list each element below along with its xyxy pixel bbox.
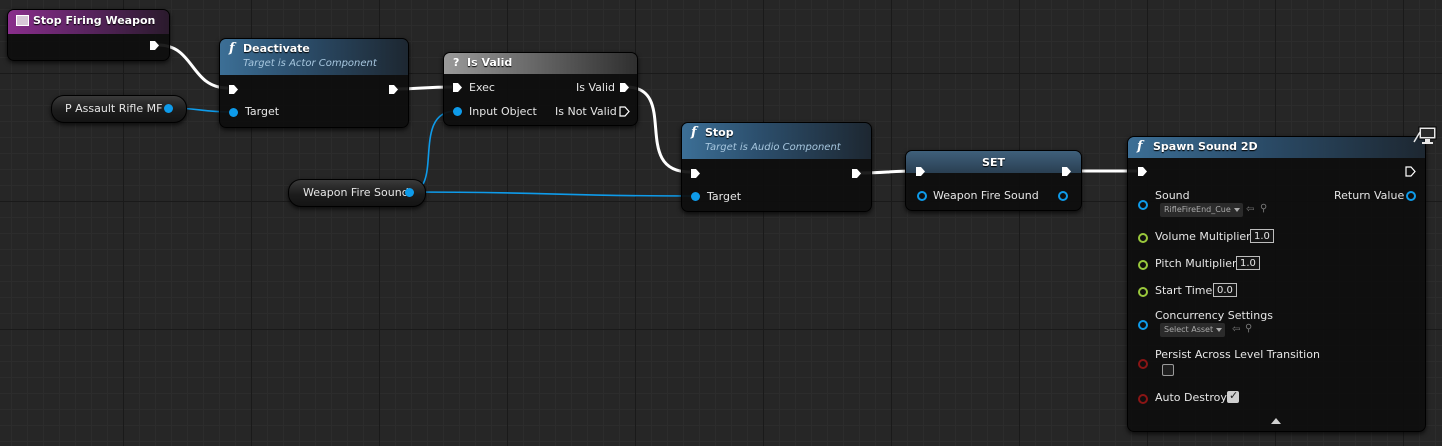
auto-destroy-label: Auto Destroy [1155, 391, 1227, 404]
monitor-icon [1413, 126, 1437, 144]
exec-in-pin[interactable] [452, 82, 463, 93]
function-icon: f [691, 125, 697, 140]
is-valid-node[interactable]: ? Is Valid Exec Is Valid Input Object Is… [443, 52, 638, 126]
start-time-pin[interactable] [1138, 287, 1148, 297]
node-title: Stop Firing Weapon [33, 14, 156, 27]
return-value-label: Return Value [1334, 189, 1405, 202]
exec-in-pin[interactable] [915, 166, 926, 177]
persist-across-level-transition-label: Persist Across Level Transition [1155, 348, 1320, 361]
exec-in-pin[interactable] [690, 168, 701, 179]
exec-label: Exec [469, 81, 495, 94]
variable-in-pin[interactable] [917, 191, 927, 201]
is-not-valid-label: Is Not Valid [555, 105, 617, 118]
return-value-pin[interactable] [1406, 191, 1416, 201]
function-icon: f [229, 41, 235, 56]
browse-magnifier-icon[interactable]: ⚲ [1245, 323, 1253, 334]
is-valid-label: Is Valid [576, 81, 615, 94]
node-title: Deactivate [243, 42, 310, 55]
is-valid-exec-out-pin[interactable] [619, 82, 630, 93]
auto-destroy-pin[interactable] [1138, 394, 1148, 404]
node-subtitle: Target is Actor Component [243, 58, 377, 69]
variable-label: Weapon Fire Sound [933, 189, 1039, 202]
object-out-pin[interactable] [405, 188, 414, 197]
node-title: SET [982, 156, 1005, 169]
use-selected-arrow-icon[interactable]: ⇦ [1232, 324, 1241, 335]
concurrency-settings-pin[interactable] [1138, 320, 1148, 330]
pitch-multiplier-label: Pitch Multiplier [1155, 257, 1237, 270]
volume-multiplier-label: Volume Multiplier [1155, 230, 1251, 243]
target-label: Target [707, 190, 742, 203]
variable-p-assault-rifle-mf[interactable]: P Assault Rifle MF [51, 95, 187, 123]
set-node[interactable]: SET Weapon Fire Sound [905, 150, 1082, 211]
target-pin[interactable] [229, 108, 238, 117]
sound-asset-dropdown[interactable]: RifleFireEnd_Cue [1160, 203, 1243, 217]
stop-firing-weapon-node[interactable]: Stop Firing Weapon [7, 9, 170, 61]
browse-magnifier-icon[interactable]: ⚲ [1260, 203, 1268, 214]
start-time-input[interactable]: 0.0 [1213, 283, 1237, 297]
target-pin[interactable] [691, 192, 700, 201]
use-selected-arrow-icon[interactable]: ⇦ [1246, 204, 1255, 215]
persist-across-level-transition-pin[interactable] [1138, 359, 1148, 369]
exec-in-pin[interactable] [1137, 166, 1148, 177]
variable-weapon-fire-sound[interactable]: Weapon Fire Sound [288, 179, 426, 207]
persist-across-level-transition-checkbox[interactable] [1162, 364, 1174, 376]
exec-out-pin[interactable] [851, 168, 862, 179]
exec-out-pin[interactable] [149, 40, 160, 51]
exec-out-pin[interactable] [388, 84, 399, 95]
concurrency-asset-dropdown[interactable]: Select Asset [1160, 323, 1226, 337]
object-out-pin[interactable] [164, 104, 173, 113]
variable-label: Weapon Fire Sound [303, 186, 409, 199]
sound-label: Sound [1155, 189, 1190, 202]
concurrency-settings-label: Concurrency Settings [1155, 309, 1273, 322]
macro-icon: ? [453, 56, 460, 69]
collapse-advanced-arrow-icon[interactable] [1270, 417, 1282, 425]
target-label: Target [245, 105, 280, 118]
node-subtitle: Target is Audio Component [705, 142, 841, 153]
pitch-multiplier-pin[interactable] [1138, 260, 1148, 270]
stop-node[interactable]: f Stop Target is Audio Component Target [681, 122, 872, 212]
start-time-label: Start Time [1155, 284, 1213, 297]
input-object-pin[interactable] [453, 107, 462, 116]
exec-in-pin[interactable] [228, 84, 239, 95]
node-title: Is Valid [467, 56, 513, 69]
node-title: Spawn Sound 2D [1153, 140, 1258, 153]
pitch-multiplier-input[interactable]: 1.0 [1236, 256, 1260, 270]
is-not-valid-exec-out-pin[interactable] [619, 106, 630, 117]
sound-pin[interactable] [1138, 200, 1148, 210]
volume-multiplier-pin[interactable] [1138, 233, 1148, 243]
variable-out-pin[interactable] [1058, 191, 1068, 201]
exec-out-pin[interactable] [1405, 166, 1416, 177]
volume-multiplier-input[interactable]: 1.0 [1250, 229, 1274, 243]
deactivate-node[interactable]: f Deactivate Target is Actor Component T… [219, 38, 409, 128]
auto-destroy-checkbox[interactable]: ✓ [1227, 389, 1239, 403]
variable-label: P Assault Rifle MF [65, 102, 163, 115]
function-icon: f [1137, 139, 1143, 154]
data-wire-sound-to-stop-target [408, 191, 695, 197]
node-title: Stop [705, 126, 734, 139]
spawn-sound-2d-node[interactable]: f Spawn Sound 2D Sound RifleFireEnd_Cue … [1127, 126, 1437, 432]
input-object-label: Input Object [469, 105, 537, 118]
event-icon [16, 15, 29, 26]
exec-out-pin[interactable] [1061, 166, 1072, 177]
